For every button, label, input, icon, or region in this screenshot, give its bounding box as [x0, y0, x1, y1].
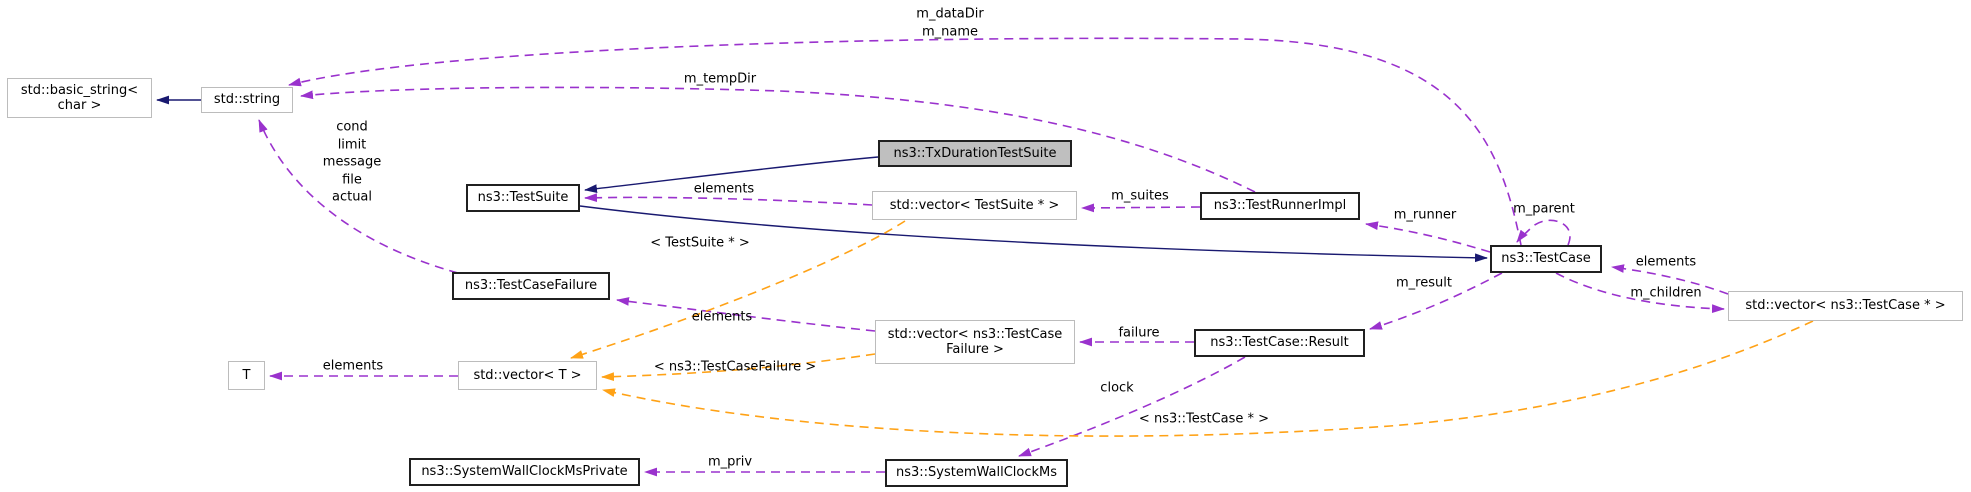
edge-label-template-testsuite-ptr: < TestSuite * > [650, 235, 750, 251]
edge-label-m-tempdir: m_tempDir [683, 71, 757, 87]
edge-elements-vectestcase-testcase [1611, 264, 1729, 295]
edge-label-m-suites: m_suites [1111, 188, 1169, 204]
node-label: ns3::SystemWallClockMsPrivate [421, 464, 628, 480]
edge-label-cond-limit-message-file-actual: cond limit message file actual [322, 119, 382, 205]
node-ns3-systemwallclockms[interactable]: ns3::SystemWallClockMs [885, 459, 1068, 487]
node-label: std::vector< ns3::TestCase * > [1745, 298, 1946, 314]
edge-m-parent-selfloop [1516, 219, 1571, 246]
edge-template-testcase-ptr [602, 320, 1814, 437]
node-std-vector-t[interactable]: std::vector< T > [458, 361, 597, 390]
edge-label-clock: clock [1100, 380, 1134, 396]
edge-cond-limit-message-file-actual [258, 119, 459, 274]
edge-inherit-testsuite-testcase [579, 205, 1488, 263]
edge-template-testcasefailure [601, 353, 876, 382]
node-label: ns3::SystemWallClockMs [895, 465, 1058, 481]
node-label: std::vector< T > [473, 367, 582, 383]
edge-label-template-testcasefailure: < ns3::TestCaseFailure > [653, 359, 817, 375]
edge-label-m-parent: m_parent [1513, 201, 1575, 217]
node-label: ns3::TestRunnerImpl [1213, 198, 1347, 214]
node-label: std::basic_string< [20, 82, 139, 98]
edge-label-m-runner: m_runner [1393, 207, 1457, 223]
node-label: T [242, 367, 251, 383]
node-std-string[interactable]: std::string [201, 87, 293, 113]
node-std-basic-string[interactable]: std::basic_string< char > [7, 78, 152, 118]
node-label: ns3::TestSuite [477, 190, 569, 206]
edge-clock [1018, 356, 1246, 457]
node-ns3-txdurationtestsuite[interactable]: ns3::TxDurationTestSuite [878, 140, 1072, 167]
node-label: ns3::TestCaseFailure [464, 278, 598, 294]
edge-m-runner [1365, 221, 1491, 253]
edge-m-datadir-m-name [288, 37, 1522, 246]
edge-m-result [1369, 272, 1503, 330]
edge-label-elements-testcase: elements [1635, 254, 1697, 270]
node-label: ns3::TestCase [1501, 251, 1591, 267]
edge-m-tempdir [300, 86, 1256, 193]
node-ns3-testsuite[interactable]: ns3::TestSuite [466, 184, 580, 212]
edge-label-m-result: m_result [1396, 275, 1452, 291]
node-label: std::string [213, 92, 281, 108]
edge-label-m-datadir-m-name: m_dataDir m_name [916, 6, 984, 40]
node-std-vector-testsuite-ptr[interactable]: std::vector< TestSuite * > [872, 191, 1077, 220]
node-ns3-testcase[interactable]: ns3::TestCase [1490, 245, 1602, 273]
node-t[interactable]: T [228, 361, 265, 390]
node-label: ns3::TestCase::Result [1210, 335, 1349, 351]
edge-template-testsuite-ptr [570, 220, 906, 359]
node-std-vector-ns3-testcase-ptr[interactable]: std::vector< ns3::TestCase * > [1728, 291, 1963, 321]
edge-label-m-priv: m_priv [707, 454, 753, 470]
edge-elements-vectestsuite-testsuite [584, 193, 873, 206]
node-ns3-testcasefailure[interactable]: ns3::TestCaseFailure [452, 272, 610, 300]
node-std-vector-ns3-testcasefailure[interactable]: std::vector< ns3::TestCase Failure > [875, 320, 1075, 364]
edge-label-failure: failure [1118, 325, 1160, 341]
node-label: char > [57, 98, 102, 113]
node-ns3-testrunnerimpl[interactable]: ns3::TestRunnerImpl [1200, 192, 1360, 220]
edge-label-elements-testsuite: elements [693, 181, 755, 197]
node-label: std::vector< TestSuite * > [889, 197, 1060, 213]
node-label: Failure > [946, 342, 1004, 357]
node-ns3-systemwallclockmsprivate[interactable]: ns3::SystemWallClockMsPrivate [409, 458, 640, 486]
node-ns3-testcase-result[interactable]: ns3::TestCase::Result [1194, 329, 1365, 357]
edge-label-elements-failure: elements [691, 309, 753, 325]
edge-label-template-testcase-ptr: < ns3::TestCase * > [1138, 411, 1270, 427]
edge-label-elements-t: elements [322, 358, 384, 374]
node-label: std::vector< ns3::TestCase [887, 326, 1063, 342]
node-label: ns3::TxDurationTestSuite [893, 145, 1057, 161]
edge-label-m-children: m_children [1630, 285, 1702, 301]
edge-inherit-txduration-testsuite [584, 156, 879, 194]
edge-elements-vectcf-testcasefailure [616, 297, 876, 332]
edge-m-suites [1081, 203, 1201, 213]
edge-m-children [1555, 272, 1725, 314]
